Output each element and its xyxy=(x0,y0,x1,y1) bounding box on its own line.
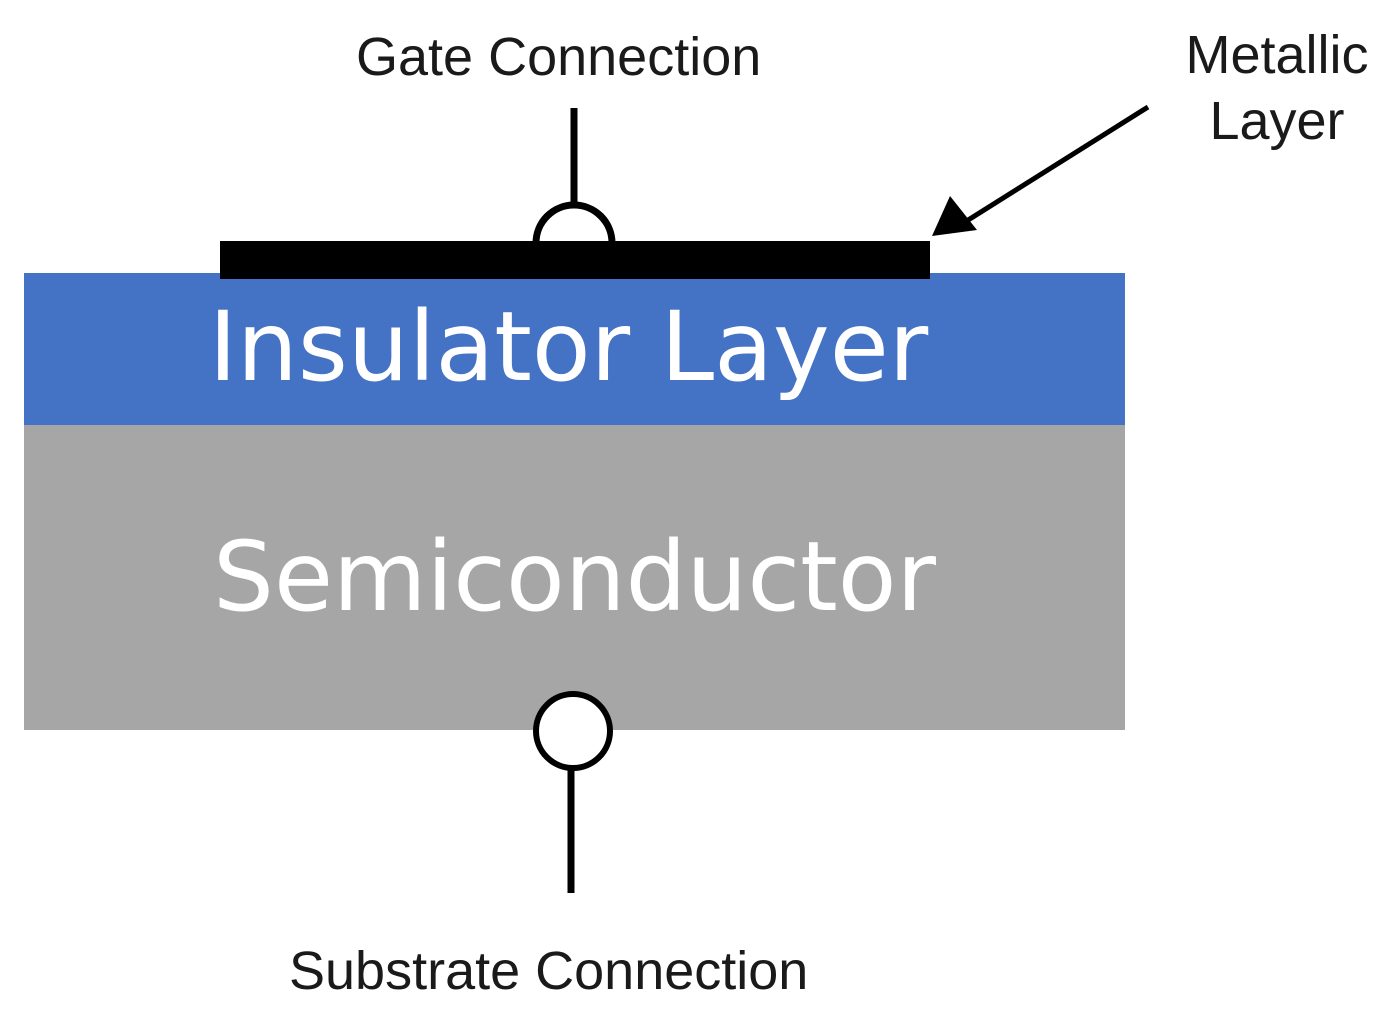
insulator-layer-label: Insulator Layer xyxy=(208,291,929,403)
substrate-connection-label: Substrate Connection xyxy=(289,941,809,1001)
metallic-layer-arrow xyxy=(963,104,1150,225)
metallic-layer-label-line1: Metallic xyxy=(1185,25,1369,85)
metallic-layer xyxy=(220,241,930,279)
insulator-layer: Insulator Layer xyxy=(24,273,1125,425)
metallic-layer-label: Metallic Layer xyxy=(1172,22,1382,154)
semiconductor-layer-label: Semiconductor xyxy=(213,521,936,633)
gate-contact xyxy=(532,201,616,244)
gate-connection-label: Gate Connection xyxy=(356,27,762,87)
semiconductor-layer: Semiconductor xyxy=(24,425,1125,730)
substrate-contact xyxy=(533,691,613,771)
metallic-layer-label-line2: Layer xyxy=(1209,91,1345,151)
metallic-layer-arrowhead xyxy=(932,196,977,236)
